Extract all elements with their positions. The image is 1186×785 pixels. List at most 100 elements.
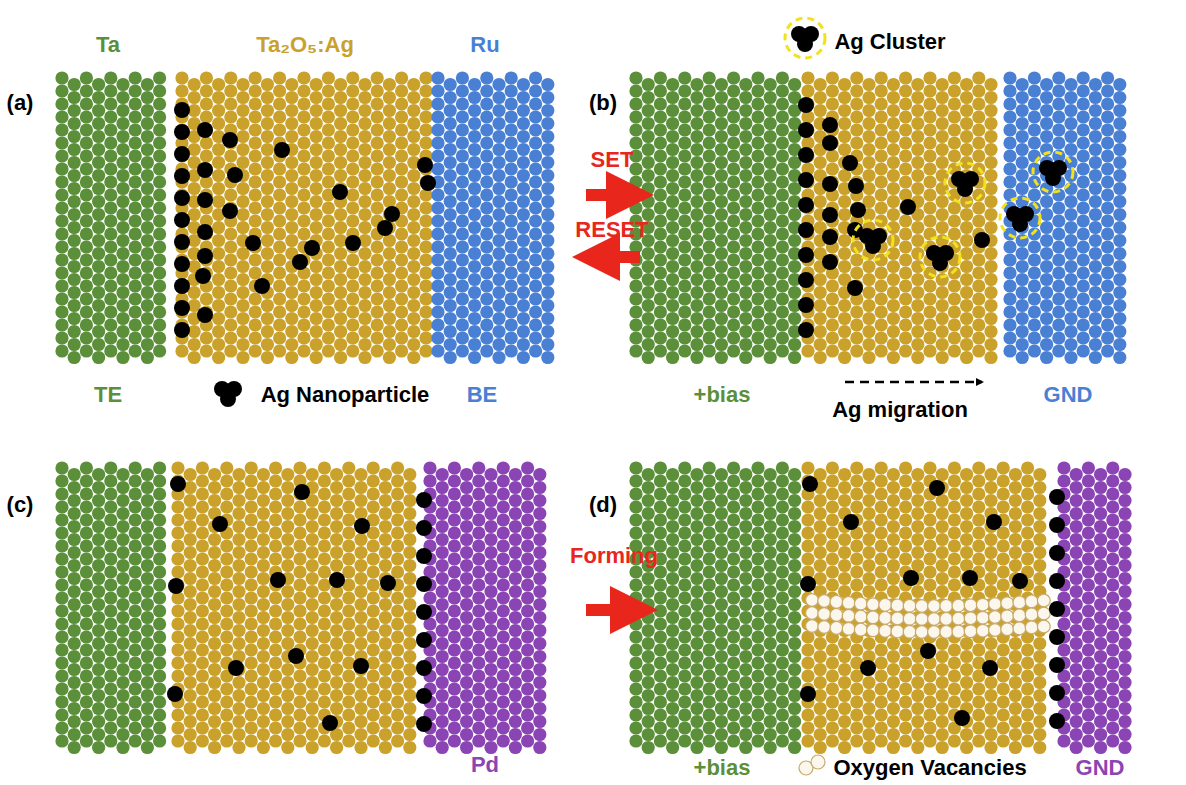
atom — [184, 598, 197, 611]
atom — [1101, 344, 1114, 357]
atom — [116, 338, 129, 351]
atom — [431, 188, 444, 201]
atom — [727, 136, 740, 149]
atom — [407, 299, 420, 312]
atom — [492, 299, 505, 312]
atom — [972, 149, 985, 162]
atom — [1101, 123, 1114, 136]
atom — [395, 344, 408, 357]
atom — [407, 312, 420, 325]
atom — [141, 494, 154, 507]
atom — [529, 123, 542, 136]
atom — [334, 130, 347, 143]
atom — [407, 104, 420, 117]
atom — [715, 78, 728, 91]
atom — [887, 182, 900, 195]
atom — [850, 318, 863, 331]
atom — [184, 494, 197, 507]
atom — [492, 91, 505, 104]
atom — [358, 221, 371, 234]
atom — [1016, 117, 1029, 130]
atom — [80, 162, 93, 175]
atom — [456, 266, 469, 279]
atom — [887, 325, 900, 338]
atom — [936, 286, 949, 299]
atom — [297, 305, 310, 318]
atom — [141, 78, 154, 91]
atom — [850, 84, 863, 97]
atom — [92, 338, 105, 351]
atom — [875, 305, 888, 318]
atom — [541, 221, 554, 234]
atom — [1101, 318, 1114, 331]
atom — [310, 143, 323, 156]
atom — [141, 741, 154, 754]
atom — [1003, 162, 1016, 175]
atom — [188, 78, 201, 91]
atom — [678, 227, 691, 240]
atom — [984, 143, 997, 156]
atom — [1040, 208, 1053, 221]
atom — [666, 130, 679, 143]
atom — [764, 338, 777, 351]
atom — [1016, 169, 1029, 182]
atom — [383, 169, 396, 182]
atom — [116, 468, 129, 481]
atom — [529, 136, 542, 149]
atom — [141, 689, 154, 702]
atom — [948, 305, 961, 318]
atom — [751, 123, 764, 136]
atom — [184, 520, 197, 533]
atom — [153, 188, 166, 201]
atom — [972, 318, 985, 331]
atom — [104, 565, 117, 578]
atom — [261, 351, 274, 364]
atom — [371, 110, 384, 123]
atom — [141, 611, 154, 624]
atom — [68, 689, 81, 702]
atom — [1089, 338, 1102, 351]
atom — [814, 286, 827, 299]
atom — [407, 117, 420, 130]
atom — [92, 741, 105, 754]
atom — [788, 260, 801, 273]
atom — [1040, 234, 1053, 247]
atom — [850, 97, 863, 110]
atom — [80, 84, 93, 97]
atom — [654, 318, 667, 331]
atom — [104, 331, 117, 344]
atom — [358, 143, 371, 156]
atom — [224, 71, 237, 84]
atom — [923, 305, 936, 318]
atom — [1113, 351, 1126, 364]
atom — [129, 318, 142, 331]
atom — [456, 175, 469, 188]
atom — [960, 260, 973, 273]
atom — [690, 325, 703, 338]
atom — [104, 604, 117, 617]
atom — [1077, 240, 1090, 253]
atom — [1028, 188, 1041, 201]
atom — [1089, 143, 1102, 156]
atom — [715, 221, 728, 234]
atom — [153, 604, 166, 617]
atom — [505, 162, 518, 175]
atom — [654, 331, 667, 344]
atom — [80, 578, 93, 591]
atom — [1089, 312, 1102, 325]
atom — [1028, 292, 1041, 305]
atom — [838, 130, 851, 143]
atom — [642, 247, 655, 260]
atom — [129, 708, 142, 721]
atom — [911, 273, 924, 286]
atom — [1089, 260, 1102, 273]
atom — [826, 97, 839, 110]
atom — [297, 201, 310, 214]
atom — [480, 292, 493, 305]
atom — [129, 461, 142, 474]
atom — [1016, 91, 1029, 104]
atom — [153, 240, 166, 253]
atom — [175, 71, 188, 84]
atom — [285, 169, 298, 182]
atom — [80, 214, 93, 227]
